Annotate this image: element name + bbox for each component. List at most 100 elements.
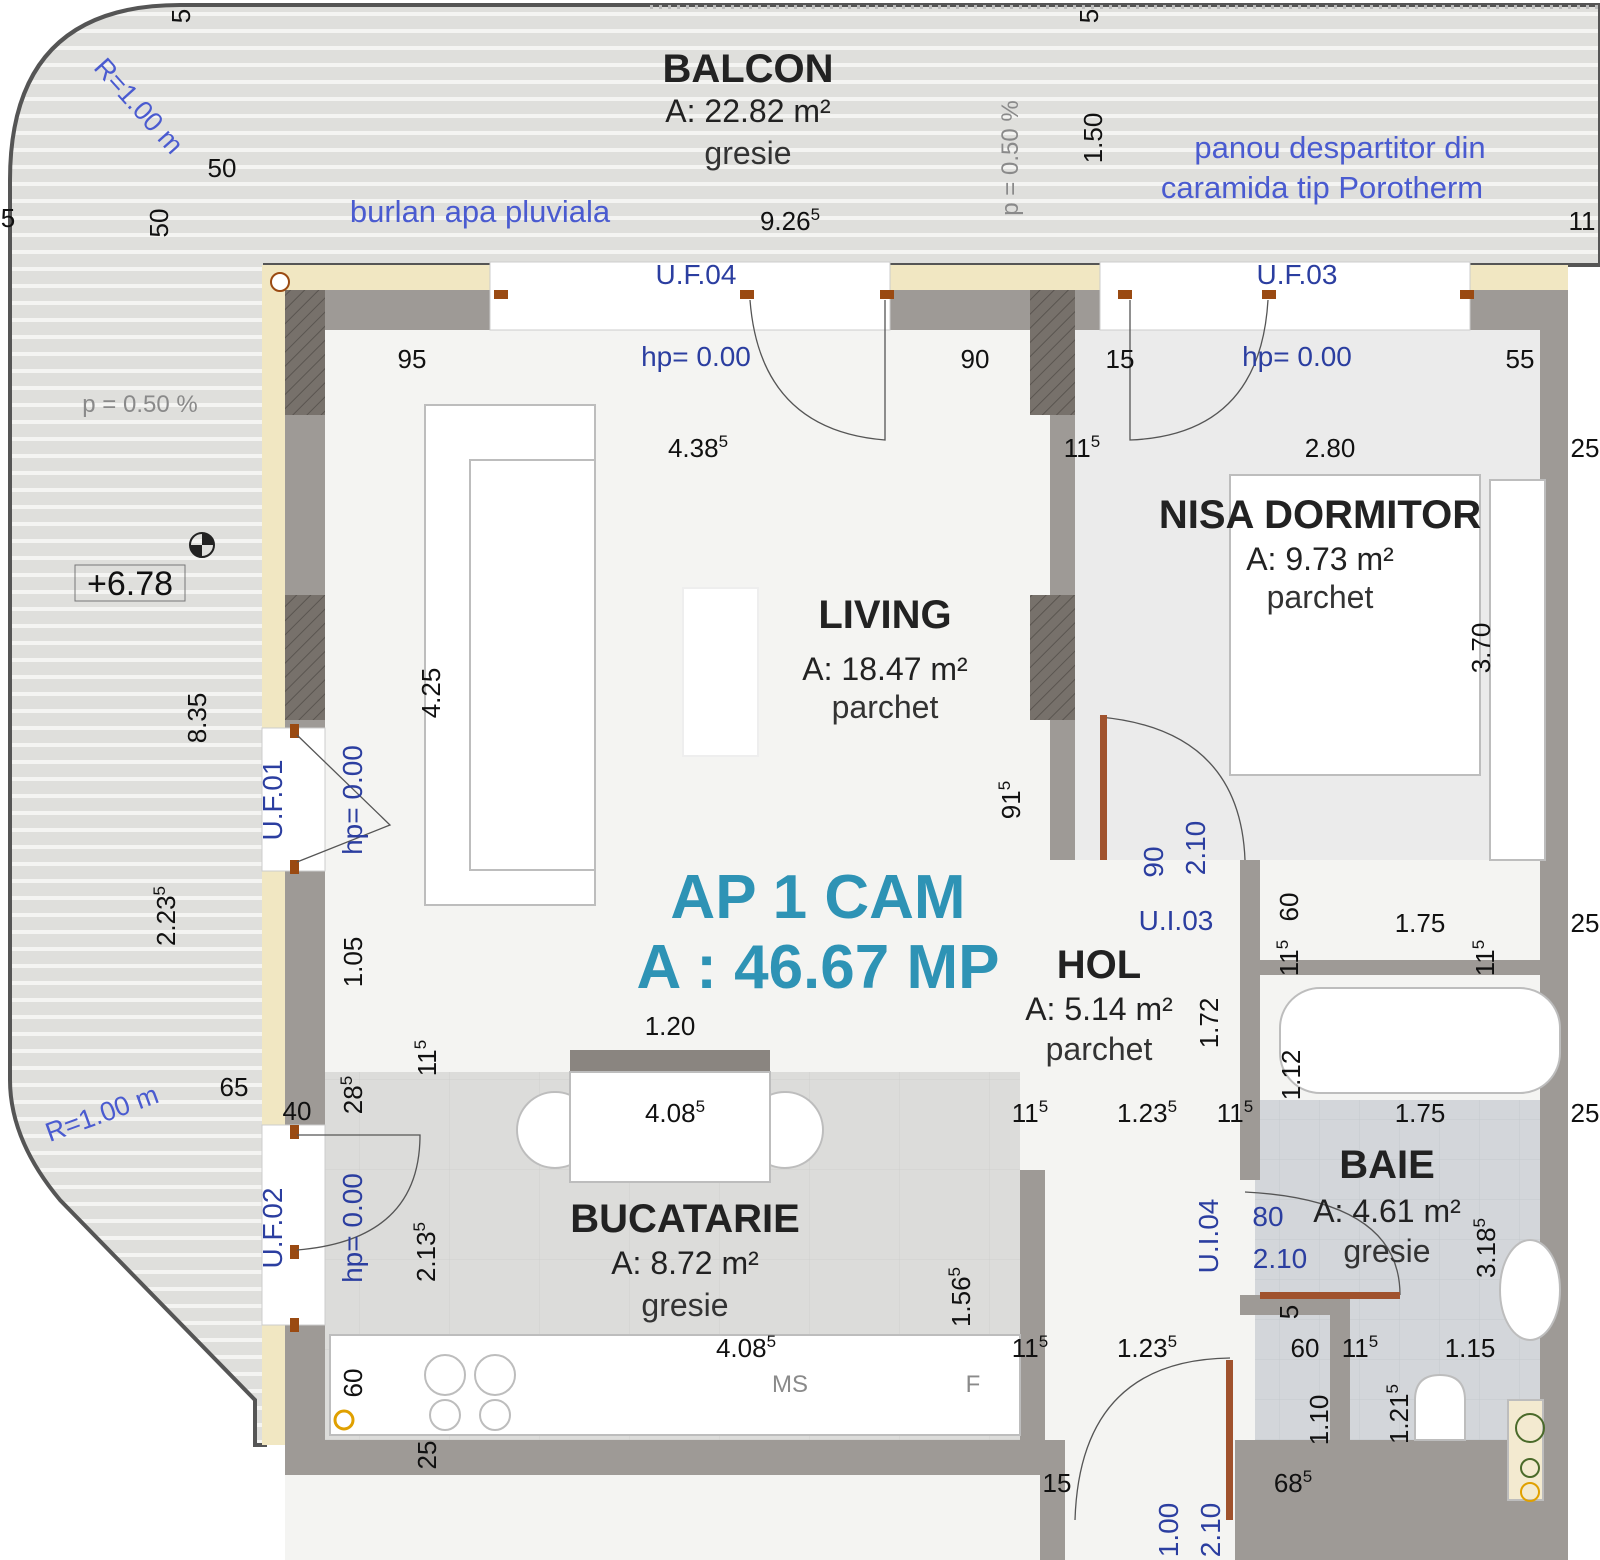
dimension-label: 60 bbox=[1291, 1333, 1320, 1363]
bed bbox=[1229, 474, 1481, 776]
dimension-value: 1.12 bbox=[1276, 1050, 1306, 1101]
dimension-value: 65 bbox=[220, 1072, 249, 1102]
dimension-label: 1.565 bbox=[945, 1267, 976, 1327]
dining-table bbox=[569, 1071, 771, 1183]
dimension-label: 4.085 bbox=[645, 1097, 705, 1128]
dimension-label: 50 bbox=[208, 153, 237, 183]
room-name: BAIE bbox=[1339, 1143, 1435, 1187]
door-leaf bbox=[1260, 1292, 1400, 1299]
dimension-value: 68 bbox=[1274, 1468, 1303, 1498]
dimension-label: 2.80 bbox=[1305, 433, 1356, 463]
window-uf04 bbox=[489, 261, 891, 331]
column bbox=[1030, 595, 1075, 720]
dimension-value: 25 bbox=[1571, 433, 1600, 463]
room-name: LIVING bbox=[818, 593, 951, 637]
dimension-superscript: 5 bbox=[1303, 1467, 1312, 1486]
dimension-label: 5 bbox=[1074, 9, 1104, 23]
dimension-superscript: 5 bbox=[719, 432, 728, 451]
dimension-value: 5 bbox=[1074, 9, 1104, 23]
elevation-label: +6.78 bbox=[87, 565, 173, 603]
dimension-value: 90 bbox=[961, 344, 990, 374]
dimension-superscript: 5 bbox=[1168, 1097, 1177, 1116]
dimension-superscript: 5 bbox=[995, 781, 1014, 790]
dimension-label: 4.25 bbox=[416, 668, 446, 719]
wardrobe bbox=[1489, 479, 1546, 861]
dimension-label: 115 bbox=[1217, 1097, 1253, 1128]
note-partition: panou despartitor din bbox=[1194, 130, 1485, 165]
dimension-label: 1.75 bbox=[1395, 908, 1446, 938]
column bbox=[1030, 290, 1075, 415]
dimension-label: 1.20 bbox=[645, 1011, 696, 1041]
window-label: U.F.04 bbox=[656, 259, 737, 290]
door-height: 2.10 bbox=[1180, 821, 1211, 876]
dimension-label: 115 bbox=[1012, 1097, 1048, 1128]
frame-marks bbox=[290, 290, 1474, 1332]
dimension-label: 2.235 bbox=[150, 886, 181, 946]
dimension-value: 1.05 bbox=[338, 937, 368, 988]
dimension-value: 5 bbox=[166, 9, 196, 23]
room-area: A: 5.14 m² bbox=[1025, 991, 1173, 1027]
boiler-icon bbox=[1515, 1413, 1545, 1443]
dimension-label: 1.235 bbox=[1117, 1332, 1177, 1363]
dimension-label: 5 bbox=[166, 9, 196, 23]
dimension-label: 115 bbox=[1273, 940, 1304, 976]
dimension-value: 1.20 bbox=[645, 1011, 696, 1041]
dimension-label: 685 bbox=[1274, 1467, 1312, 1498]
dimension-label: 4.085 bbox=[716, 1332, 776, 1363]
dimension-value: 11 bbox=[1012, 1333, 1039, 1363]
dimension-value: 95 bbox=[398, 344, 427, 374]
dimension-label: 15 bbox=[1043, 1468, 1072, 1498]
dimension-label: 115 bbox=[411, 1040, 442, 1076]
dimension-value: 1.75 bbox=[1395, 908, 1446, 938]
dimension-label: 115 bbox=[1342, 1332, 1378, 1363]
elevation-box bbox=[74, 564, 186, 602]
sofa-seat bbox=[469, 459, 596, 871]
dimension-value: 50 bbox=[208, 153, 237, 183]
slope-label: p = 0.50 % bbox=[82, 391, 197, 418]
toilet bbox=[1414, 1373, 1466, 1441]
sink bbox=[1499, 1239, 1561, 1341]
dimension-label: 915 bbox=[995, 781, 1026, 819]
dimension-value: 5 bbox=[1, 203, 15, 233]
dimension-value: 55 bbox=[1506, 344, 1535, 374]
sill-height: hp= 0.00 bbox=[337, 1173, 368, 1283]
balcony-floor bbox=[8, 3, 1600, 1447]
dimension-value: 25 bbox=[412, 1441, 442, 1470]
dimension-value: 11 bbox=[1274, 949, 1304, 976]
door-swings bbox=[296, 299, 1401, 1521]
door-height: 2.10 bbox=[1195, 1503, 1226, 1558]
sill-height: hp= 0.00 bbox=[1242, 341, 1352, 372]
window-label: U.F.02 bbox=[257, 1188, 288, 1269]
room-finish: gresie bbox=[641, 1287, 728, 1323]
dimension-value: 1.10 bbox=[1304, 1395, 1334, 1446]
dimension-superscript: 5 bbox=[411, 1040, 430, 1049]
dimension-superscript: 5 bbox=[337, 1076, 356, 1085]
dimension-value: 15 bbox=[1043, 1468, 1072, 1498]
dimension-value: 40 bbox=[283, 1096, 312, 1126]
dimension-label: 40 bbox=[283, 1096, 312, 1126]
dimension-label: 50 bbox=[144, 209, 174, 238]
dimension-value: 50 bbox=[144, 209, 174, 238]
room-area: A: 18.47 m² bbox=[802, 651, 968, 687]
dimension-superscript: 5 bbox=[1273, 940, 1292, 949]
dimension-value: 3.70 bbox=[1466, 623, 1496, 674]
dimension-value: 4.08 bbox=[645, 1098, 696, 1128]
dimension-value: 5 bbox=[1274, 1305, 1304, 1319]
dimension-value: 15 bbox=[1106, 344, 1135, 374]
dimension-superscript: 5 bbox=[945, 1267, 964, 1276]
dimension-label: 2.135 bbox=[410, 1222, 441, 1282]
dimension-value: 1.75 bbox=[1395, 1098, 1446, 1128]
apartment-area: A : 46.67 MP bbox=[637, 933, 1000, 1002]
dimension-label: 115 bbox=[1012, 1332, 1048, 1363]
dimension-value: 4.08 bbox=[716, 1333, 767, 1363]
dimension-value: 3.18 bbox=[1471, 1227, 1501, 1278]
downpipe-icon bbox=[270, 272, 290, 292]
dimension-label: 11 bbox=[1569, 206, 1596, 236]
coffee-table bbox=[682, 587, 759, 757]
window-uf03 bbox=[1099, 261, 1471, 331]
dimension-label: 115 bbox=[1064, 432, 1100, 463]
sill-height: hp= 0.00 bbox=[641, 341, 751, 372]
dimension-value: 2.23 bbox=[151, 895, 181, 946]
room-finish: parchet bbox=[1267, 579, 1374, 615]
